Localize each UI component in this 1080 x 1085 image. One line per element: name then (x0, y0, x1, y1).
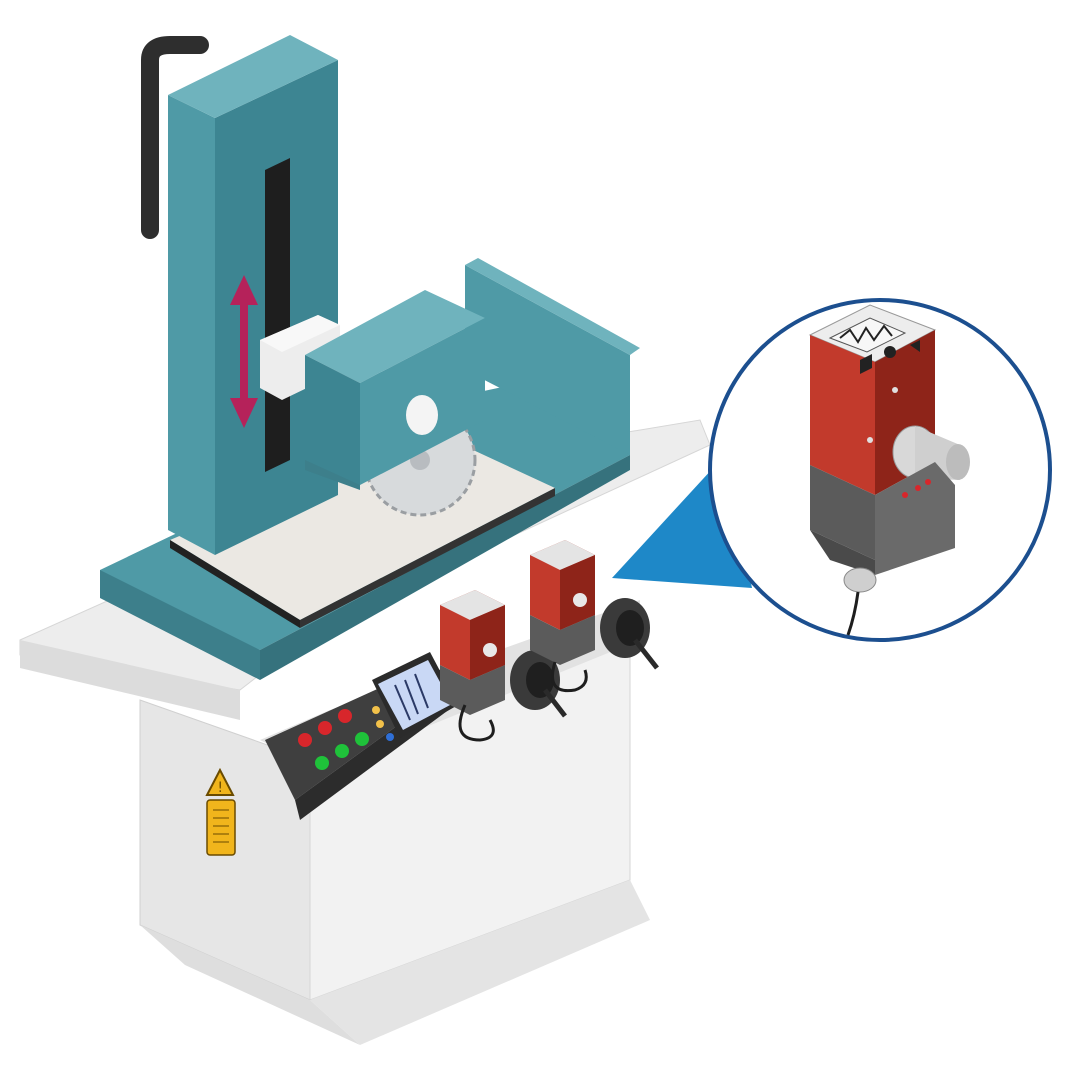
encoder-cable (846, 591, 860, 636)
panel-green-lights (315, 732, 369, 770)
panel-indicator-lights (372, 706, 394, 741)
svg-text:!: ! (216, 780, 224, 796)
indicator-light (376, 720, 384, 728)
handwheel-icon (600, 598, 659, 670)
encoder-icon (808, 304, 970, 593)
handwheel-icon (510, 650, 567, 718)
panel-display (372, 652, 458, 738)
indicator-light (386, 733, 394, 741)
cable-left (458, 704, 495, 742)
saw-head (305, 290, 485, 490)
green-light (355, 732, 369, 746)
encoder-right (530, 540, 595, 665)
indicator-light (372, 706, 380, 714)
warning-icon: ! (205, 767, 235, 796)
encoder-left (440, 590, 505, 715)
vertical-double-arrow-icon (230, 275, 258, 428)
green-light (315, 756, 329, 770)
red-light (298, 733, 312, 747)
red-light (318, 721, 332, 735)
warning-label (206, 799, 236, 856)
green-light (335, 744, 349, 758)
panel-red-lights (298, 709, 352, 747)
red-light (338, 709, 352, 723)
cable-right (551, 661, 588, 693)
